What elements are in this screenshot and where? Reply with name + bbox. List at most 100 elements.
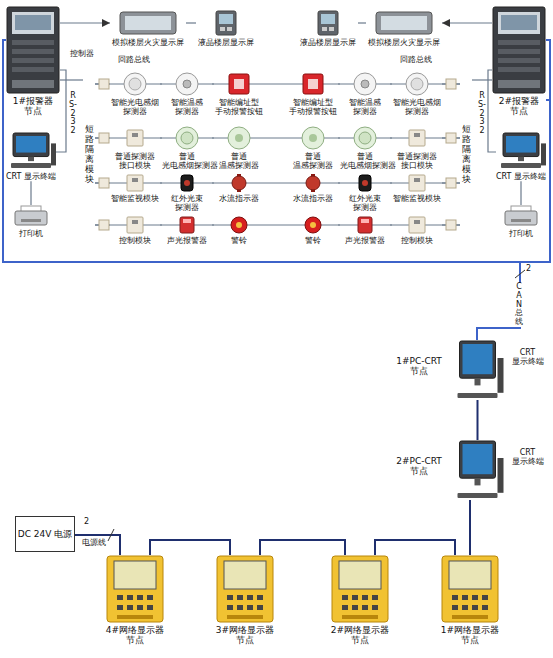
field-device: 红外光束 探测器 — [162, 174, 212, 212]
device-icon — [325, 555, 395, 623]
field-device: 红外光束 探测器 — [340, 174, 390, 212]
device-label: 警铃 — [214, 236, 264, 245]
crt-terminal: CRT 显示终端 — [6, 132, 56, 181]
device-label: 普通 光电感烟探测器 — [340, 152, 390, 170]
device-label: 水流指示器 — [288, 194, 338, 203]
device-label: 模拟楼层火灾显示屏 — [110, 38, 186, 47]
terminal-label: CRT 显示终端 — [507, 348, 548, 366]
device-label: 普通 温感探测器 — [288, 152, 338, 170]
printer: 打印机 — [498, 205, 544, 238]
device-label: 模拟楼层火灾显示屏 — [366, 38, 442, 47]
device-icon — [100, 555, 170, 623]
device-label: 智能光电感烟 探测器 — [392, 98, 442, 116]
module-icon — [409, 130, 425, 146]
device-label: 打印机 — [498, 229, 544, 238]
device-label: 红外光束 探测器 — [340, 194, 390, 212]
smoke-icon — [406, 73, 428, 95]
device-icon — [366, 10, 442, 36]
device-icon — [340, 174, 390, 192]
device-label: 智能光电感烟 探测器 — [110, 98, 160, 116]
disp-icon — [107, 556, 163, 622]
wire-label: RS-232 — [69, 92, 77, 136]
field-device: 普通探测器 接口模块 — [110, 126, 160, 170]
device-icon — [210, 555, 280, 623]
device-label: CRT 显示终端 — [496, 172, 546, 181]
button-icon — [229, 74, 249, 94]
module-icon — [409, 175, 425, 191]
printer-icon — [505, 206, 537, 225]
bus-wire — [477, 400, 479, 440]
device-icon — [214, 126, 264, 150]
device-icon — [110, 72, 160, 96]
bus-wire — [150, 540, 230, 555]
device-icon — [435, 555, 505, 623]
bus-wire — [472, 79, 492, 80]
bell-icon — [231, 217, 247, 233]
floor-display: 液晶楼层显示屏 — [298, 10, 358, 47]
printer: 打印机 — [8, 205, 54, 238]
device-icon — [110, 174, 160, 192]
device-icon — [392, 72, 442, 96]
ir-icon — [359, 175, 371, 191]
bus-wire — [3, 40, 550, 262]
pc-icon — [11, 133, 56, 168]
heat-icon — [176, 73, 198, 95]
device-icon — [162, 174, 212, 192]
disp-icon — [442, 556, 498, 622]
device-label: 声光报警器 — [340, 236, 390, 245]
field-device: 普通 光电感烟探测器 — [162, 126, 212, 170]
network-display: 1#网络显示器 节点 — [435, 555, 505, 646]
sound-icon — [180, 217, 194, 233]
module-icon — [127, 130, 143, 146]
bus-wire — [260, 540, 345, 555]
heat-icon — [354, 73, 376, 95]
field-device: 普通 温感探测器 — [214, 126, 264, 170]
bus-wire — [442, 22, 492, 23]
computer-icon — [450, 440, 505, 500]
ir-icon — [181, 175, 193, 191]
disp-icon — [217, 556, 273, 622]
device-label: 1#网络显示器 节点 — [435, 625, 505, 646]
field-device: 水流指示器 — [214, 174, 264, 203]
module-icon — [127, 175, 143, 191]
bus-wire — [469, 500, 471, 555]
edge-label: 电源线 — [82, 539, 106, 548]
device-label: 控制模块 — [392, 236, 442, 245]
network-display: 4#网络显示器 节点 — [100, 555, 170, 646]
heat2-icon — [228, 127, 250, 149]
bus-wire — [60, 79, 83, 80]
device-label: 警铃 — [288, 236, 338, 245]
power-supply: DC 24V 电源 — [15, 516, 75, 552]
vertical-label: 短路隔离模块 — [85, 125, 94, 184]
smoke2-icon — [176, 127, 198, 149]
crt-terminal: CRT 显示终端 — [496, 132, 546, 181]
pc-icon — [501, 133, 546, 168]
device-label: 2#报警器 节点 — [492, 96, 546, 117]
device-label: 智能编址型 手动报警按钮 — [214, 98, 264, 116]
sound-icon — [358, 217, 372, 233]
device-icon — [110, 126, 160, 150]
field-device: 智能编址型 手动报警按钮 — [288, 72, 338, 116]
field-device: 普通探测器 接口模块 — [392, 126, 442, 170]
lcd-icon — [216, 11, 236, 35]
wire-label: RS-232 — [478, 92, 486, 136]
device-label: 普通探测器 接口模块 — [110, 152, 160, 170]
field-device: 水流指示器 — [288, 174, 338, 203]
bell-icon — [305, 217, 321, 233]
device-label: 水流指示器 — [214, 194, 264, 203]
device-icon — [110, 216, 160, 234]
lcdwide-icon — [376, 12, 432, 34]
field-device: 控制模块 — [110, 216, 160, 245]
device-label: 1#报警器 节点 — [6, 96, 60, 117]
device-label: 2#网络显示器 节点 — [325, 625, 395, 646]
water-icon — [306, 174, 320, 192]
edge-label: CAN总线 — [515, 283, 523, 327]
device-label: 智能温感 探测器 — [340, 98, 390, 116]
wire-count-slash — [108, 270, 525, 541]
pc-crt-node: 2#PC-CRT 节点CRT 显示终端 — [390, 440, 548, 500]
printer-icon — [15, 206, 47, 225]
field-device: 智能温感 探测器 — [340, 72, 390, 116]
computer-icon — [450, 340, 505, 400]
device-icon — [298, 10, 358, 36]
device-icon — [162, 126, 212, 150]
